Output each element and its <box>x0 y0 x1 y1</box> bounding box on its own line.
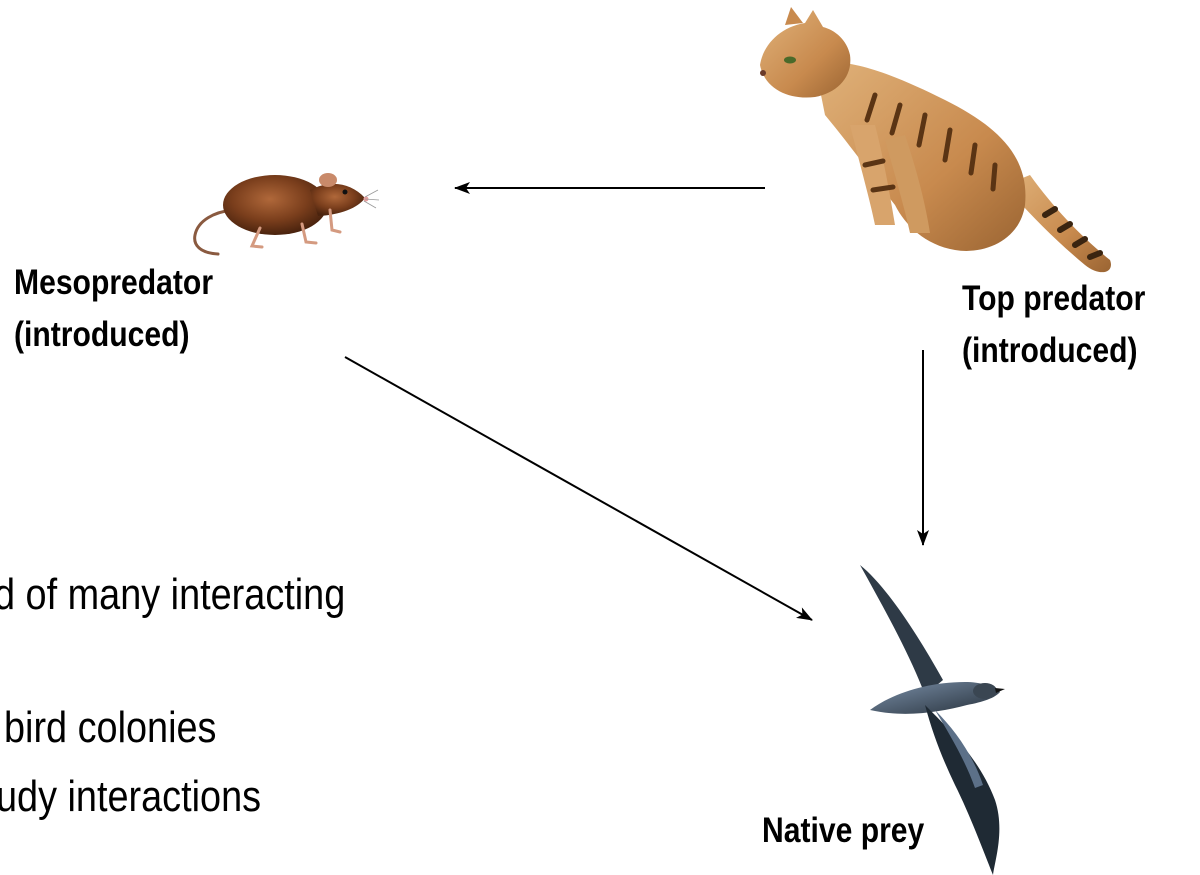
mesopredator-label-line2: (introduced) <box>14 314 190 356</box>
arrow-mesopredator-to-native-prey <box>345 357 812 620</box>
top-predator-label-line1: Top predator <box>962 278 1145 320</box>
body-text-line3: udy interactions <box>0 772 261 822</box>
body-text-line2: bird colonies <box>4 703 216 753</box>
top-predator-label-line2: (introduced) <box>962 330 1138 372</box>
native-prey-label: Native prey <box>762 810 924 852</box>
cat-image <box>755 5 1120 285</box>
mesopredator-label-line1: Mesopredator <box>14 262 213 304</box>
rat-image <box>190 150 380 260</box>
body-text-line1: d of many interacting <box>0 570 345 620</box>
